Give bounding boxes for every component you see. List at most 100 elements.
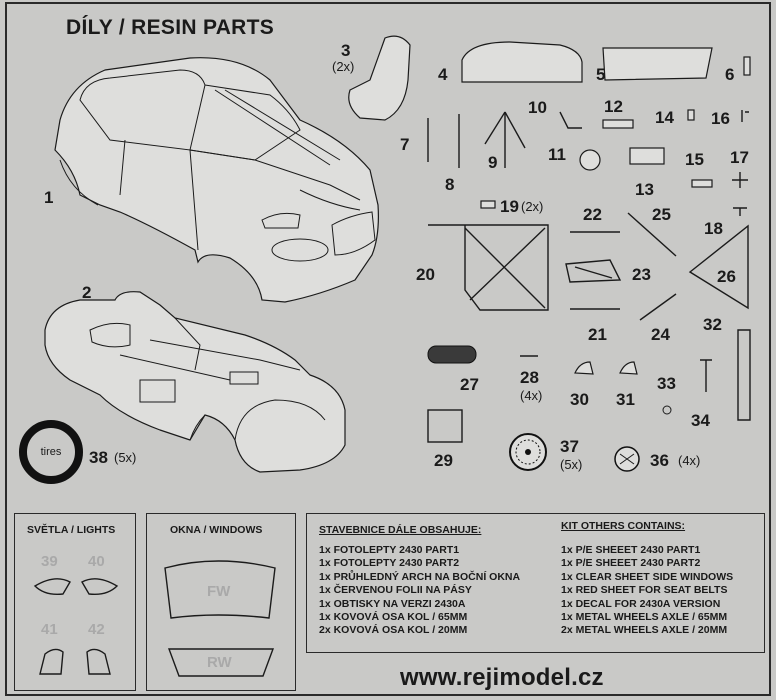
kit-contents-panel: STAVEBNICE DÁLE OBSAHUJE: 1x FOTOLEPTY 2…: [306, 513, 765, 653]
part-34-drawing: [700, 359, 712, 392]
part-16-drawing: [741, 110, 749, 122]
part-num-33: 33: [657, 374, 676, 393]
windows-panel-title: OKNA / WINDOWS: [170, 524, 263, 536]
part-num-24: 24: [651, 325, 670, 344]
part-37-drawing: [509, 433, 547, 471]
windows-panel: OKNA / WINDOWS FW RW: [146, 513, 296, 691]
part-num-28: 28: [520, 368, 539, 387]
part-num-13: 13: [635, 180, 654, 199]
part-num-1: 1: [44, 188, 53, 207]
list-item: 1x KOVOVÁ OSA KOL / 65MM: [319, 610, 468, 623]
part-num-21: 21: [588, 325, 607, 344]
part-num-15: 15: [685, 150, 704, 169]
part-14-drawing: [687, 109, 695, 121]
rear-window: [167, 648, 275, 677]
tire-drawing: [19, 420, 83, 484]
light-num-40: 40: [88, 553, 105, 570]
contents-en-title: KIT OTHERS CONTAINS:: [561, 520, 686, 532]
part-qty-38: (5x): [114, 450, 136, 465]
part-num-38: 38: [89, 448, 108, 467]
part-20-drawing: [428, 224, 549, 311]
part-num-32: 32: [703, 315, 722, 334]
part-num-22: 22: [583, 205, 602, 224]
part-num-25: 25: [652, 205, 671, 224]
seat-drawing: [348, 35, 411, 121]
part-num-3: 3: [341, 41, 350, 60]
part-17-drawing: [732, 172, 748, 188]
light-39: [33, 578, 71, 596]
part-15-drawing: [691, 179, 713, 188]
list-item: 1x P/E SHEEET 2430 PART2: [561, 557, 701, 570]
part-num-37: 37: [560, 437, 579, 456]
part-num-7: 7: [400, 135, 409, 154]
light-42: [86, 648, 111, 675]
part-19-drawing: [480, 200, 496, 209]
part-num-14: 14: [655, 108, 674, 127]
list-item: 1x FOTOLEPTY 2430 PART2: [319, 557, 460, 570]
front-window: [164, 560, 276, 619]
list-item: 1x PRŮHLEDNÝ ARCH NA BOČNÍ OKNA: [319, 570, 521, 583]
part-num-23: 23: [632, 265, 651, 284]
part-num-8: 8: [445, 175, 454, 194]
website-url[interactable]: www.rejimodel.cz: [400, 664, 604, 691]
part-36-drawing: [614, 446, 640, 472]
part-11-drawing: [579, 149, 601, 171]
part-29-drawing: [427, 409, 463, 443]
part-10-drawing: [559, 111, 582, 129]
part-num-4: 4: [438, 65, 448, 84]
page-title: DÍLY / RESIN PARTS: [66, 16, 275, 39]
list-item: 1x OBTISKY NA VERZI 2430A: [319, 597, 466, 610]
lights-drawing: 39 40 41 42: [33, 553, 119, 675]
part-13-drawing: [629, 147, 665, 165]
part-num-18: 18: [704, 219, 723, 238]
part-num-11: 11: [548, 145, 566, 164]
contents-cz-list: 1x FOTOLEPTY 2430 PART1 1x FOTOLEPTY 243…: [319, 544, 520, 638]
part-num-31: 31: [616, 390, 635, 409]
rear-window-label: RW: [207, 654, 233, 671]
light-num-39: 39: [41, 553, 58, 570]
part-6-drawing: [743, 56, 751, 76]
part-num-5: 5: [596, 65, 605, 84]
part-qty-37: (5x): [560, 457, 582, 472]
chassis-drawing: [44, 291, 346, 473]
part-num-29: 29: [434, 451, 453, 470]
part-30-drawing: [574, 361, 594, 375]
part-num-27: 27: [460, 375, 479, 394]
part-qty-19: (2x): [521, 199, 543, 214]
part-32-drawing: [737, 329, 751, 421]
part-9-drawing: [484, 111, 526, 168]
list-item: 2x METAL WHEELS AXLE / 20MM: [561, 624, 728, 637]
part-num-9: 9: [488, 153, 497, 172]
part-18-drawing: [733, 207, 747, 216]
lights-panel: SVĚTLA / LIGHTS 39 40 41 42: [14, 513, 136, 691]
part-23-drawing: [565, 259, 622, 283]
part-qty-3: (2x): [332, 59, 354, 74]
part-num-36: 36: [650, 451, 669, 470]
part-5-drawing: [602, 47, 713, 81]
part-num-19: 19: [500, 197, 519, 216]
part-25-drawing: [627, 212, 677, 257]
dashboard-drawing: [461, 41, 583, 83]
part-num-6: 6: [725, 65, 734, 84]
list-item: 1x FOTOLEPTY 2430 PART1: [319, 544, 460, 556]
lights-panel-title: SVĚTLA / LIGHTS: [27, 524, 116, 536]
list-item: 1x DECAL FOR 2430A VERSION: [561, 597, 721, 610]
list-item: 1x ČERVENOU FOLII NA PÁSY: [319, 584, 472, 597]
part-31-drawing: [619, 361, 638, 375]
front-window-label: FW: [207, 583, 231, 600]
part-num-10: 10: [528, 98, 547, 117]
tires-label: tires: [40, 446, 62, 458]
part-27-drawing: [427, 345, 477, 364]
part-num-34: 34: [691, 411, 710, 430]
part-num-12: 12: [604, 97, 623, 116]
light-num-41: 41: [41, 621, 58, 638]
light-num-42: 42: [88, 621, 105, 638]
part-num-30: 30: [570, 390, 589, 409]
list-item: 1x CLEAR SHEET SIDE WINDOWS: [561, 570, 734, 583]
part-qty-36: (4x): [678, 453, 700, 468]
car-body-drawing: [54, 57, 379, 303]
part-26-drawing: [688, 224, 749, 310]
light-41: [39, 648, 64, 675]
